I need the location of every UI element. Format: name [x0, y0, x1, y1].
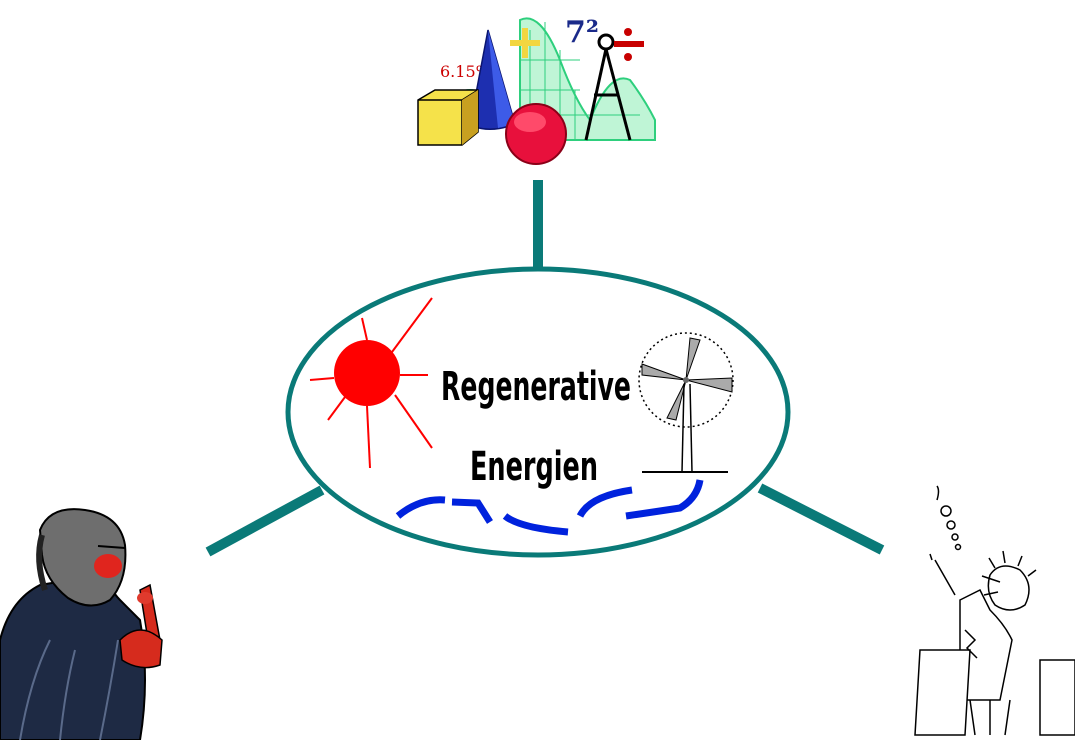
power-label: 7² [565, 15, 599, 50]
sun-icon [309, 297, 433, 469]
percent-label: 6.15% [440, 62, 491, 81]
thinking-student-clipart [914, 485, 1075, 736]
wind-turbine-icon [638, 332, 734, 473]
professor-clipart [0, 508, 163, 740]
central-ellipse [285, 266, 791, 558]
connector-left [205, 485, 325, 557]
math-tools-clipart: 6.15% 7² [417, 15, 656, 165]
water-waves-icon [395, 479, 704, 536]
connector-right [757, 483, 885, 555]
center-title-line1: Regenerative [441, 364, 631, 410]
center-title-line2: Energien [470, 444, 598, 490]
